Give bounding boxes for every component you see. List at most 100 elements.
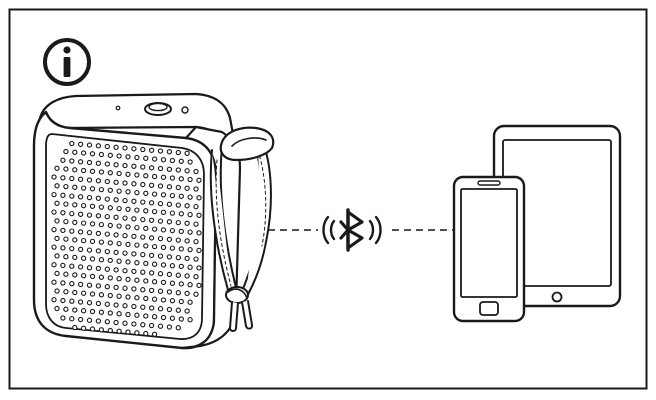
grille-hole <box>134 295 140 301</box>
grille-hole <box>86 229 93 236</box>
grille-hole <box>95 230 102 237</box>
grille-hole <box>125 259 131 265</box>
grille-hole <box>140 181 146 188</box>
grille-hole <box>107 275 113 281</box>
grille-hole <box>187 176 193 183</box>
grille-hole <box>89 151 96 157</box>
grille-hole <box>131 216 137 222</box>
grille-hole <box>151 261 158 267</box>
grille-hole <box>104 231 110 237</box>
grille-hole <box>60 280 66 286</box>
grille-hole <box>54 165 60 171</box>
smartphone-icon <box>452 175 526 323</box>
grille-hole <box>125 171 131 177</box>
grille-hole <box>166 184 173 190</box>
grille-hole <box>157 288 164 294</box>
grille-hole <box>98 186 105 193</box>
grille-hole <box>157 165 164 172</box>
grille-hole <box>178 316 184 322</box>
grille-hole <box>72 289 78 296</box>
grille-hole <box>122 197 128 204</box>
grille-hole <box>160 297 167 303</box>
grille-hole <box>151 226 158 232</box>
grille-hole <box>80 150 87 156</box>
grille-hole <box>143 313 149 319</box>
grille-hole <box>196 212 202 218</box>
grille-hole <box>175 184 181 191</box>
grille-hole <box>54 183 60 189</box>
grille-hole <box>116 170 122 177</box>
grille-hole <box>95 318 102 324</box>
grille-hole <box>72 149 78 155</box>
grille-hole <box>134 277 140 283</box>
grille-hole <box>175 307 181 313</box>
grille-hole <box>160 244 167 251</box>
grille-hole <box>157 323 164 329</box>
grille-hole <box>169 227 176 234</box>
grille-hole <box>69 193 75 199</box>
grille-hole <box>77 316 84 323</box>
grille-hole <box>69 158 75 164</box>
grille-hole <box>51 209 57 215</box>
grille-hole <box>86 265 93 271</box>
grille-hole <box>148 270 155 276</box>
grille-hole <box>169 210 176 216</box>
grille-hole <box>157 306 164 312</box>
grille-hole <box>72 324 78 331</box>
grille-hole <box>80 308 87 314</box>
grille-hole <box>157 218 164 224</box>
grille-hole <box>72 167 78 173</box>
grille-hole <box>72 202 78 208</box>
grille-hole <box>131 233 137 240</box>
grille-hole <box>80 273 87 279</box>
grille-hole <box>178 263 184 270</box>
grille-hole <box>116 328 122 334</box>
grille-hole <box>184 308 190 314</box>
grille-hole <box>157 200 164 207</box>
grille-hole <box>169 263 176 269</box>
grille-hole <box>125 224 131 230</box>
grille-hole <box>157 183 164 189</box>
grille-hole <box>63 166 69 172</box>
grille-hole <box>140 251 146 258</box>
grille-hole <box>148 182 155 188</box>
grille-hole <box>86 317 93 323</box>
grille-hole <box>104 213 110 220</box>
grille-hole <box>184 220 190 226</box>
grille-hole <box>104 301 110 307</box>
grille-hole <box>175 272 181 278</box>
grille-hole <box>113 319 119 326</box>
grille-hole <box>125 311 131 318</box>
grille-hole <box>60 175 66 181</box>
grille-hole <box>107 187 113 193</box>
grille-hole <box>134 189 140 196</box>
grille-hole <box>51 174 57 180</box>
grille-hole <box>169 157 176 164</box>
grille-hole <box>166 324 173 330</box>
tablet-icon <box>492 124 622 308</box>
grille-hole <box>60 157 66 163</box>
grille-hole <box>107 257 113 264</box>
grille-hole <box>72 184 78 190</box>
grille-hole <box>51 244 57 250</box>
grille-hole <box>98 309 105 315</box>
grille-hole <box>134 242 140 248</box>
grille-hole <box>77 246 84 253</box>
grille-hole <box>113 232 119 238</box>
grille-hole <box>196 195 202 201</box>
grille-hole <box>95 143 102 149</box>
grille-hole <box>143 173 149 179</box>
grille-hole <box>113 284 119 291</box>
grille-hole <box>134 312 140 318</box>
grille-hole <box>63 271 69 277</box>
grille-hole <box>166 236 173 243</box>
grille-hole <box>54 288 60 294</box>
grille-hole <box>107 310 113 316</box>
grille-hole <box>169 280 176 286</box>
grille-hole <box>184 185 190 191</box>
grille-hole <box>175 149 181 156</box>
grille-hole <box>122 162 128 169</box>
grille-hole <box>178 298 184 305</box>
grille-hole <box>148 252 155 259</box>
